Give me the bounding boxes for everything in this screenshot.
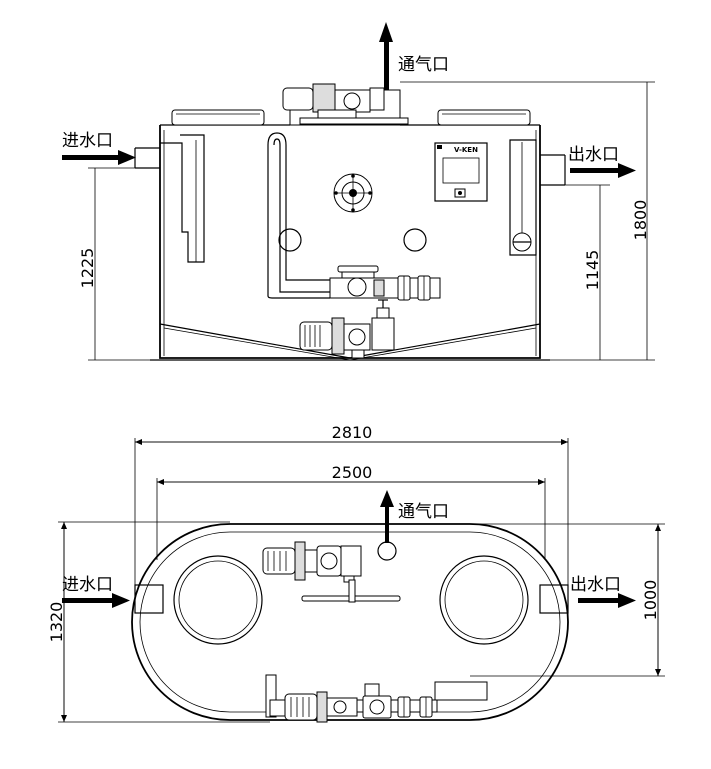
top-outlet-stub <box>539 584 569 614</box>
top-inlet-label: 进水口 <box>62 575 113 595</box>
top-inlet-stub <box>134 584 164 614</box>
front-control-panel: V-KEN <box>434 142 488 202</box>
top-vent-label: 通气口 <box>398 502 449 522</box>
dim-1000-label: 1000 <box>641 580 660 621</box>
top-air-bar <box>301 579 401 603</box>
dim-2810-label: 2810 <box>332 423 373 442</box>
dim-1800-label: 1800 <box>631 200 650 241</box>
front-outlet-baffle <box>509 139 566 256</box>
front-inlet-label: 进水口 <box>62 131 113 151</box>
dim-2500-label: 2500 <box>332 463 373 482</box>
front-valve-line <box>329 265 441 301</box>
dim-2810: 2810 <box>134 423 569 588</box>
front-vent-fitting <box>333 173 373 213</box>
dim-1145-label: 1145 <box>583 250 602 291</box>
front-opening-right <box>403 228 427 252</box>
front-vent-arrow <box>379 22 393 90</box>
top-inlet-arrow <box>62 593 130 608</box>
dim-1225-label: 1225 <box>78 248 97 289</box>
front-outlet-arrow <box>570 163 636 178</box>
top-left-manhole <box>173 555 263 645</box>
top-motor <box>262 541 362 583</box>
dim-1000: 1000 <box>470 523 665 677</box>
top-view: 2810 2500 通气口 <box>47 423 665 723</box>
top-external-pump <box>265 674 488 723</box>
top-outlet-arrow <box>578 593 636 608</box>
front-outlet-label: 出水口 <box>568 145 619 165</box>
front-opening-left <box>278 228 302 252</box>
front-right-lid <box>437 109 531 126</box>
dim-2500: 2500 <box>156 463 546 560</box>
dim-1225: 1225 <box>78 167 160 361</box>
front-air-pipe <box>267 132 330 299</box>
dim-1145: 1145 <box>540 184 610 361</box>
dim-1320-label: 1320 <box>47 602 66 643</box>
front-inlet-baffle <box>134 134 205 263</box>
front-vent-label: 通气口 <box>398 55 449 75</box>
dim-1320: 1320 <box>47 521 270 723</box>
top-vent-opening <box>377 541 397 561</box>
top-vent-arrow <box>380 490 394 543</box>
top-right-manhole <box>439 555 529 645</box>
front-left-lid <box>171 109 265 126</box>
dim-1800: 1800 <box>400 81 655 361</box>
front-bottom-pump <box>299 299 395 359</box>
front-view: 通气口 <box>62 22 655 361</box>
front-inlet-arrow <box>62 150 136 165</box>
front-top-motor <box>282 83 409 126</box>
top-outlet-label: 出水口 <box>570 575 621 595</box>
top-tank-outline <box>131 523 569 721</box>
panel-brand-label: V-KEN <box>454 146 478 154</box>
